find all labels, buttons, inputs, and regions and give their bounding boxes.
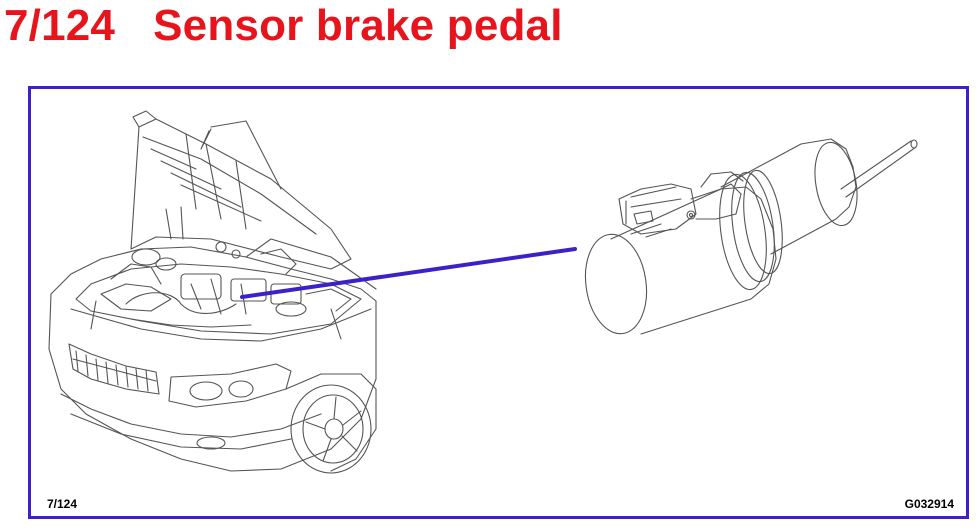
engine-bay-icon — [75, 206, 362, 340]
brake-pedal-sensor-icon — [584, 138, 918, 335]
car-front-icon — [48, 110, 377, 474]
figure-frame: 7/124 G032914 — [28, 86, 969, 519]
footer-figure-code: G032914 — [904, 497, 954, 511]
page-number: 7/124 — [4, 1, 116, 50]
illustration — [48, 110, 918, 474]
footer-page-ref: 7/124 — [47, 497, 78, 511]
leader-line — [240, 247, 577, 299]
open-hood-icon — [130, 110, 352, 270]
page-title: 7/124 Sensor brake pedal — [4, 0, 563, 54]
title-text: Sensor brake pedal — [153, 1, 563, 50]
